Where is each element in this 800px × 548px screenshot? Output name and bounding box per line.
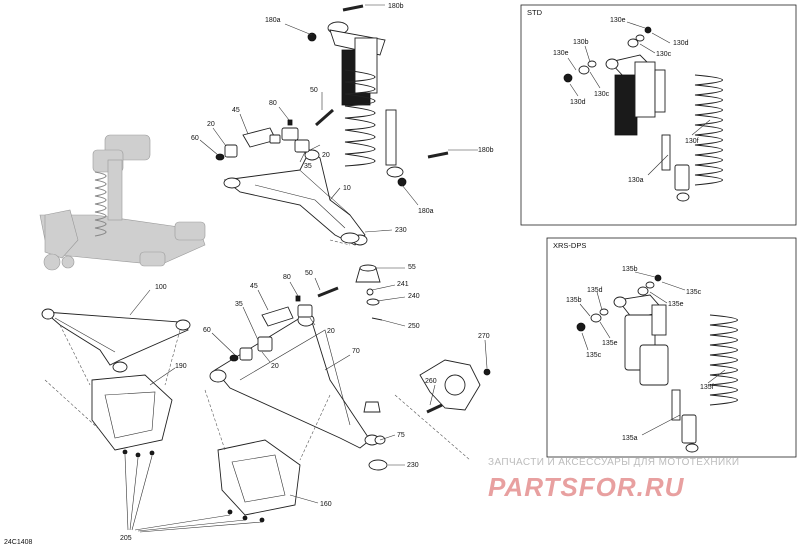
label-80-bot: 80 <box>283 274 291 281</box>
label-std-130c-left: 130c <box>594 91 610 98</box>
label-180a-mid: 180a <box>418 208 434 215</box>
label-45-top: 45 <box>232 107 240 114</box>
label-20-top-a: 20 <box>207 121 215 128</box>
watermark-tagline: ЗАПЧАСТИ И АКСЕССУАРЫ ДЛЯ МОТОТЕХНИКИ <box>488 457 739 468</box>
inset-std-title: STD <box>527 8 543 17</box>
label-20-bot-a: 20 <box>327 328 335 335</box>
inset-xrs-title: XRS-DPS <box>553 241 586 250</box>
label-180b-mid: 180b <box>478 147 494 154</box>
label-180a-top: 180a <box>265 17 281 24</box>
label-270: 270 <box>478 333 490 340</box>
upper-hardware <box>215 108 334 161</box>
label-60-bot: 60 <box>203 327 211 334</box>
label-50-bot: 50 <box>305 270 313 277</box>
lower-a-arm[interactable] <box>209 313 380 449</box>
leader-lines <box>124 4 488 533</box>
label-50-top: 50 <box>310 87 318 94</box>
context-assembly <box>39 134 206 271</box>
label-xrs-135b-left: 135b <box>566 297 582 304</box>
label-std-130d-right: 130d <box>673 40 689 47</box>
label-xrs-135b-top: 135b <box>622 266 638 273</box>
label-xrs-135c-right: 135c <box>686 289 702 296</box>
label-260: 260 <box>425 378 437 385</box>
label-xrs-135c-left: 135c <box>586 352 602 359</box>
inset-xrs-dps: XRS-DPS 135b 135e 135c 135d 135b 135e 13… <box>546 237 797 458</box>
label-std-130e-top: 130e <box>610 17 626 24</box>
label-std-130e-left: 130e <box>553 50 569 57</box>
skid-plate-160[interactable] <box>217 439 301 516</box>
label-45-bot: 45 <box>250 283 258 290</box>
label-std-130c-right: 130c <box>656 51 672 58</box>
label-75: 75 <box>397 432 405 439</box>
label-70: 70 <box>352 348 360 355</box>
ball-joint-upper <box>340 232 383 321</box>
label-xrs-135e-right: 135e <box>668 301 684 308</box>
label-100: 100 <box>155 284 167 291</box>
label-10: 10 <box>343 185 351 192</box>
middle-a-arm[interactable] <box>41 308 191 373</box>
label-240: 240 <box>408 293 420 300</box>
label-180b-top: 180b <box>388 3 404 10</box>
label-230-top: 230 <box>395 227 407 234</box>
label-xrs-135a: 135a <box>622 435 638 442</box>
label-xrs-135f: 135f <box>700 384 714 391</box>
fasteners-205 <box>122 449 265 523</box>
skid-plate-190[interactable] <box>91 374 173 451</box>
label-230-bot: 230 <box>407 462 419 469</box>
label-20-top-b: 20 <box>322 152 330 159</box>
label-std-130d-left: 130d <box>570 99 586 106</box>
label-205: 205 <box>120 535 132 542</box>
label-xrs-135e-left: 135e <box>602 340 618 347</box>
label-std-130a: 130a <box>628 177 644 184</box>
label-80-top: 80 <box>269 100 277 107</box>
label-60-top: 60 <box>191 135 199 142</box>
label-160: 160 <box>320 501 332 508</box>
watermark: ЗАПЧАСТИ И АКСЕССУАРЫ ДЛЯ МОТОТЕХНИКИ PA… <box>488 457 739 502</box>
watermark-brand: PARTSFOR.RU <box>488 472 685 502</box>
label-241: 241 <box>397 281 409 288</box>
inset-std: STD 130e 130d 130c 130b 130e 130c <box>520 4 797 226</box>
label-35-top: 35 <box>304 163 312 170</box>
label-std-130b: 130b <box>573 39 589 46</box>
label-190: 190 <box>175 363 187 370</box>
label-35-bot: 35 <box>235 301 243 308</box>
diagram-code: 24C1408 <box>4 539 33 546</box>
label-std-130f: 130f <box>685 138 699 145</box>
part-labels: 180b 180a 180b 180a 50 80 45 20 60 35 20… <box>4 3 494 546</box>
reference-lines <box>44 239 471 461</box>
label-20-bot-b: 20 <box>271 363 279 370</box>
label-xrs-135d: 135d <box>587 287 603 294</box>
steering-knuckle[interactable] <box>419 359 491 414</box>
label-250: 250 <box>408 323 420 330</box>
upper-a-arm[interactable] <box>223 149 368 246</box>
lower-hardware <box>229 286 388 471</box>
main-shock-absorber[interactable] <box>307 4 449 187</box>
label-55: 55 <box>408 264 416 271</box>
